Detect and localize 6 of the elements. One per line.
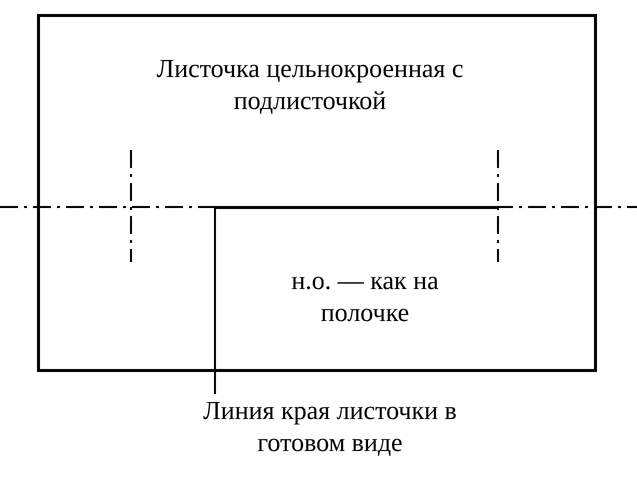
- caption-text: Листочка цельнокроенная с подлисточкой: [156, 53, 464, 117]
- caption-text: Линия края листочки в готовом виде: [202, 395, 458, 459]
- edge-line: [214, 206, 499, 209]
- outline-frame: [37, 14, 597, 372]
- caption-text: н.о. — как на полочке: [290, 265, 440, 329]
- leader-line: [214, 209, 216, 394]
